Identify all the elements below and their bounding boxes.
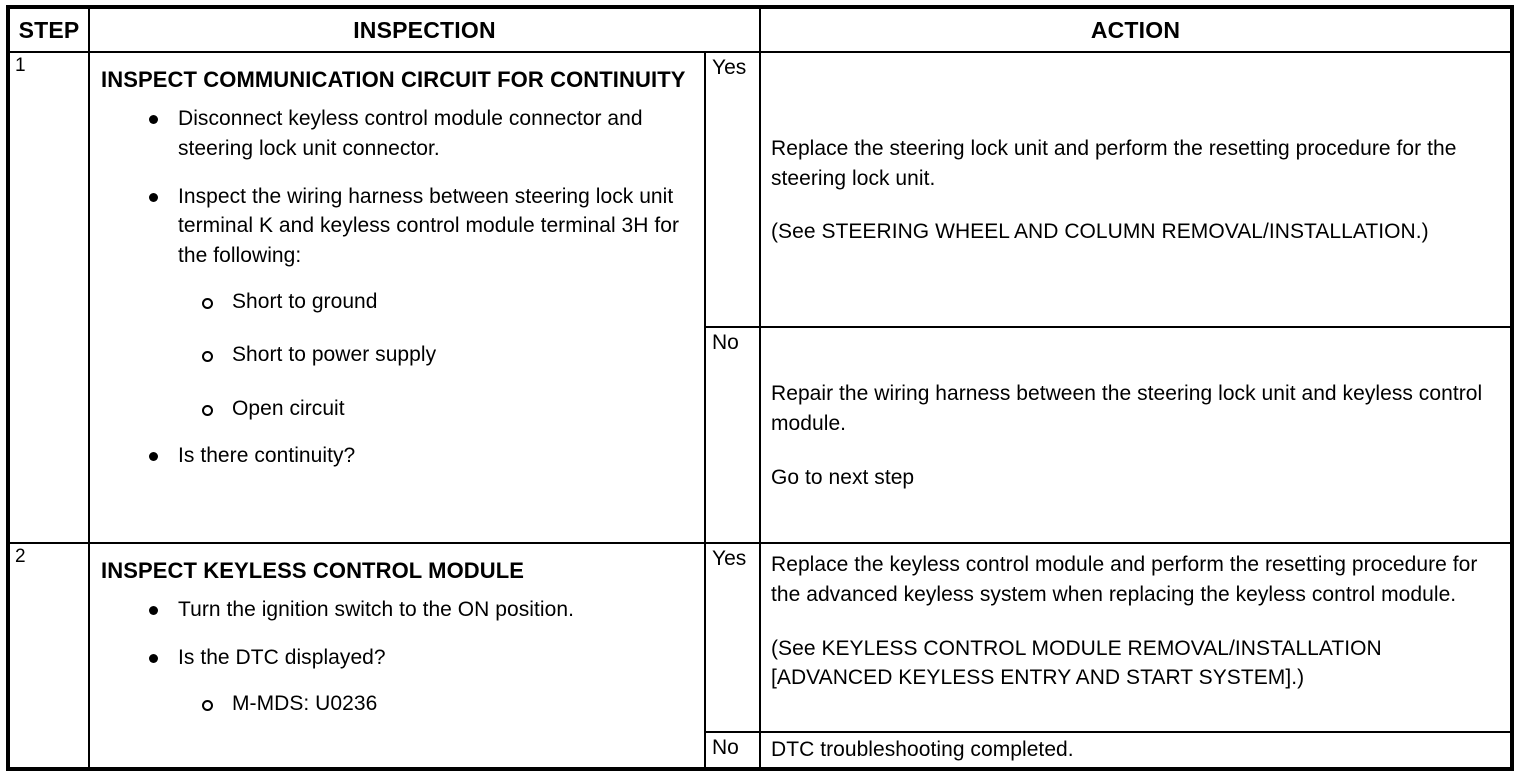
list-item-text: Is the DTC displayed? — [178, 645, 386, 669]
list-item: Is the DTC displayed? M-MDS: U0236 — [101, 643, 694, 718]
list-item: M-MDS: U0236 — [178, 689, 694, 718]
outcome-label-text: Yes — [712, 547, 747, 570]
column-header-step-label: STEP — [18, 16, 80, 43]
hollow-bullet-icon — [202, 351, 213, 363]
inspection-sub-list: Short to ground Short to power supply Op… — [178, 287, 694, 423]
filled-bullet-icon — [149, 653, 158, 663]
action-paragraph-next: Go to next step — [771, 465, 915, 489]
filled-bullet-icon — [149, 452, 158, 462]
inspection-bullet-list: Disconnect keyless control module connec… — [101, 104, 694, 471]
inspection-sub-list: M-MDS: U0236 — [178, 689, 694, 718]
inspection-bullet-list: Turn the ignition switch to the ON posit… — [101, 595, 694, 718]
action-paragraph: Repair the wiring harness between the st… — [771, 382, 1483, 436]
inspection-title: INSPECT KEYLESS CONTROL MODULE — [101, 558, 525, 583]
list-item: Open circuit — [178, 394, 694, 423]
inspection-cell: INSPECT KEYLESS CONTROL MODULE Turn the … — [88, 542, 704, 767]
outcome-label-no: No — [704, 326, 759, 542]
list-item: Short to power supply — [178, 340, 694, 369]
hollow-bullet-icon — [202, 404, 213, 416]
list-item-text: M-MDS: U0236 — [232, 691, 378, 715]
filled-bullet-icon — [149, 115, 158, 125]
outcome-label-text: No — [712, 331, 739, 354]
column-header-action: ACTION — [759, 9, 1510, 51]
table-row: 2 — [10, 542, 88, 767]
action-cell-yes: Replace the steering lock unit and perfo… — [759, 51, 1510, 326]
action-cell-yes: Replace the keyless control module and p… — [759, 542, 1510, 731]
column-header-inspection-label: INSPECTION — [353, 16, 496, 43]
table-row: 1 — [10, 51, 88, 542]
outcome-label-yes: Yes — [704, 542, 759, 731]
list-item: Is there continuity? — [101, 441, 694, 471]
list-item-text: Turn the ignition switch to the ON posit… — [178, 598, 574, 622]
list-item: Turn the ignition switch to the ON posit… — [101, 595, 694, 625]
column-header-inspection: INSPECTION — [88, 9, 759, 51]
list-item-text: Inspect the wiring harness between steer… — [178, 184, 680, 268]
outcome-label-text: No — [712, 736, 739, 759]
inspection-cell: INSPECT COMMUNICATION CIRCUIT FOR CONTIN… — [88, 51, 704, 542]
action-cell-no: Repair the wiring harness between the st… — [759, 326, 1510, 542]
list-item-text: Open circuit — [232, 396, 345, 420]
outcome-label-text: Yes — [712, 56, 747, 79]
list-item-text: Short to ground — [232, 290, 378, 314]
action-paragraph-reference: (See STEERING WHEEL AND COLUMN REMOVAL/I… — [771, 220, 1429, 244]
hollow-bullet-icon — [202, 699, 213, 711]
filled-bullet-icon — [149, 606, 158, 616]
dtc-troubleshooting-table: STEP INSPECTION ACTION 1 INSPECT COMMUNI… — [6, 5, 1514, 771]
action-paragraph: Replace the keyless control module and p… — [771, 553, 1478, 606]
column-header-action-label: ACTION — [1090, 16, 1181, 43]
filled-bullet-icon — [149, 192, 158, 202]
hollow-bullet-icon — [202, 298, 213, 310]
list-item-text: Short to power supply — [232, 343, 437, 367]
list-item: Disconnect keyless control module connec… — [101, 104, 694, 164]
action-cell-no: DTC troubleshooting completed. — [759, 731, 1510, 767]
outcome-label-yes: Yes — [704, 51, 759, 326]
list-item-text: Disconnect keyless control module connec… — [178, 107, 643, 160]
action-paragraph: Replace the steering lock unit and perfo… — [771, 136, 1457, 190]
outcome-label-no: No — [704, 731, 759, 767]
action-paragraph-reference: (See KEYLESS CONTROL MODULE REMOVAL/INST… — [771, 636, 1382, 690]
action-paragraph: DTC troubleshooting completed. — [771, 738, 1074, 762]
list-item: Inspect the wiring harness between steer… — [101, 182, 694, 424]
list-item: Short to ground — [178, 287, 694, 316]
list-item-text: Is there continuity? — [178, 444, 356, 468]
column-header-step: STEP — [10, 9, 88, 51]
step-number: 1 — [15, 55, 26, 76]
inspection-title: INSPECT COMMUNICATION CIRCUIT FOR CONTIN… — [101, 67, 686, 92]
step-number: 2 — [15, 546, 26, 567]
